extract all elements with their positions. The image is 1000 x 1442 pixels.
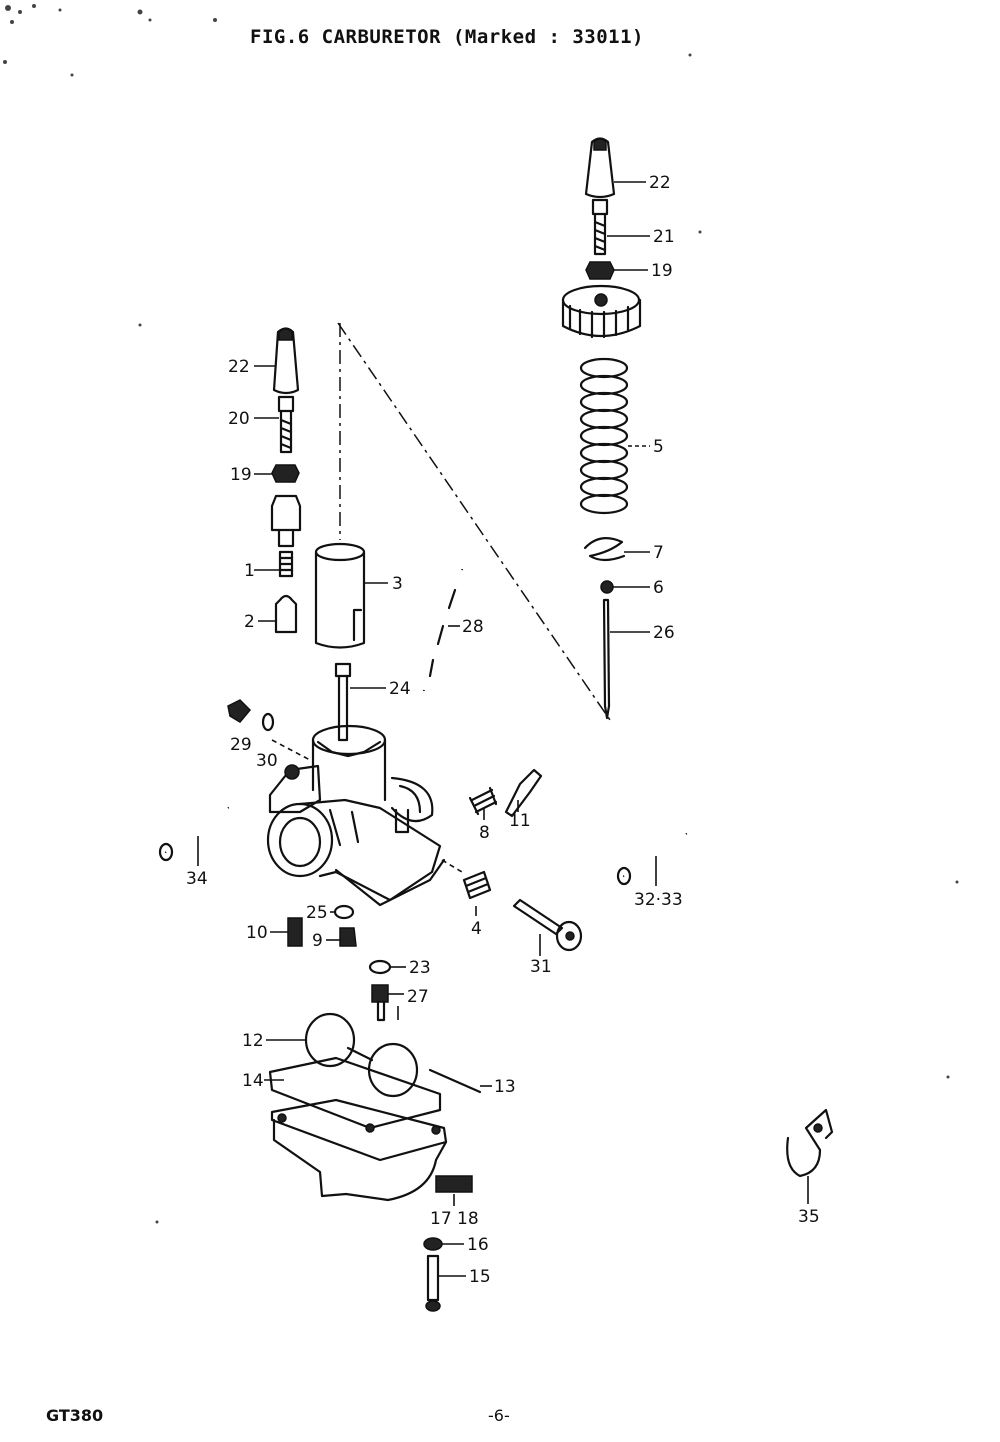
part-carburetor-body <box>266 724 446 907</box>
part-35-clamp <box>786 1108 834 1178</box>
callout-7: 7 <box>653 543 664 563</box>
callout-22: 22 <box>228 357 250 377</box>
callout-6: 6 <box>653 578 664 598</box>
part-30-washer <box>261 712 275 732</box>
part-5-spring <box>579 357 629 515</box>
part-24-needle-jet <box>334 662 352 742</box>
part-21-adjuster <box>591 198 609 256</box>
callout-2: 2 <box>244 612 255 632</box>
part-31-throttle-stop-screw <box>512 898 583 952</box>
part-1-spring <box>278 550 294 578</box>
part-15-bolt <box>425 1254 441 1312</box>
alignment-lines <box>337 322 611 721</box>
part-11-pilot-screw <box>504 768 543 818</box>
callout-3: 3 <box>392 574 403 594</box>
callout-5: 5 <box>653 437 664 457</box>
scan-noise <box>3 4 959 1224</box>
callout-1: 1 <box>244 561 255 581</box>
part-17-18-drain <box>435 1175 473 1193</box>
part-22-cap-lower <box>272 327 300 395</box>
part-6-e-ring <box>600 580 614 594</box>
callout-17-18: 17 18 <box>430 1209 479 1229</box>
callout-labels: 22 21 19 5 7 6 26 22 20 19 1 2 3 28 24 2… <box>186 173 820 1287</box>
callout-22: 22 <box>649 173 671 193</box>
part-3-throttle-valve <box>314 542 366 649</box>
part-13-float-pin <box>428 1068 482 1094</box>
callout-29: 29 <box>230 735 252 755</box>
callout-15: 15 <box>469 1267 491 1287</box>
callout-8: 8 <box>479 823 490 843</box>
part-26-jet-needle <box>602 598 611 720</box>
callout-27: 27 <box>407 987 429 1007</box>
page-number: -6- <box>488 1406 510 1425</box>
callout-16: 16 <box>467 1235 489 1255</box>
callout-11: 11 <box>509 811 531 831</box>
callout-10: 10 <box>246 923 268 943</box>
callout-26: 26 <box>653 623 675 643</box>
callout-31: 31 <box>530 957 552 977</box>
part-19-locknut-lower <box>271 464 300 483</box>
part-28-tube <box>420 568 466 692</box>
callout-28: 28 <box>462 617 484 637</box>
callout-12: 12 <box>242 1031 264 1051</box>
figure-title: FIG.6 CARBURETOR (Marked : 33011) <box>250 26 644 48</box>
callout-14: 14 <box>242 1071 264 1091</box>
part-12-float <box>304 1012 419 1098</box>
callout-21: 21 <box>653 227 675 247</box>
part-34-hose <box>158 803 232 862</box>
part-mixing-chamber-top <box>561 284 642 339</box>
part-22-cap-upper <box>584 137 616 199</box>
callout-23: 23 <box>409 958 431 978</box>
part-32-33-hose <box>616 829 690 886</box>
callout-25: 25 <box>306 903 328 923</box>
part-8-spring <box>468 786 498 816</box>
callout-19: 19 <box>230 465 252 485</box>
part-23-washer <box>368 959 392 975</box>
model-code: GT380 <box>46 1406 104 1425</box>
part-9-jet <box>339 927 357 947</box>
callout-13: 13 <box>494 1077 516 1097</box>
callout-19: 19 <box>651 261 673 281</box>
part-25-washer <box>333 904 355 920</box>
callout-24: 24 <box>389 679 411 699</box>
part-29-screw <box>227 699 252 723</box>
part-2-plunger <box>274 594 298 634</box>
callout-9: 9 <box>312 931 323 951</box>
part-27-main-jet <box>371 984 389 1022</box>
leader-lines <box>197 181 809 1277</box>
part-7-clip <box>583 537 626 562</box>
part-float-bowl <box>270 1098 448 1202</box>
part-starter-plunger-body <box>270 494 302 548</box>
part-14-gasket <box>268 1056 442 1130</box>
callout-20: 20 <box>228 409 250 429</box>
part-4-spring <box>462 870 492 900</box>
callout-35: 35 <box>798 1207 820 1227</box>
part-19-locknut-upper <box>585 261 615 280</box>
callout-30: 30 <box>256 751 278 771</box>
part-10-jet <box>287 917 303 947</box>
callout-4: 4 <box>471 919 482 939</box>
part-20-adjuster <box>277 395 295 454</box>
part-16-washer <box>423 1237 443 1251</box>
callout-32-33: 32·33 <box>634 890 683 910</box>
callout-34: 34 <box>186 869 208 889</box>
